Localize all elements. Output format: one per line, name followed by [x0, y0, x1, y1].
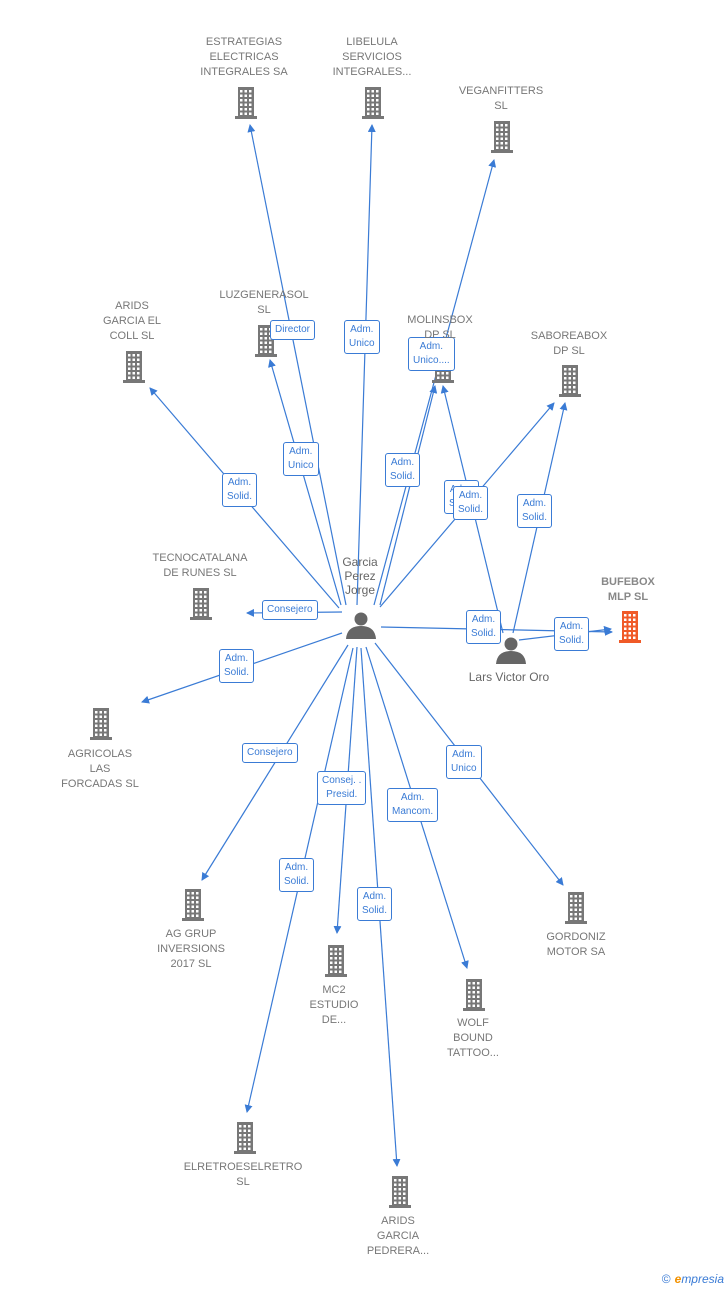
- building-icon-tecnocatalana[interactable]: [190, 588, 212, 620]
- building-icon-elretro[interactable]: [234, 1122, 256, 1154]
- edge-label-garcia-luzgenerasol[interactable]: Adm. Unico: [283, 442, 319, 476]
- company-label-saboreabox[interactable]: SABOREABOX DP SL: [530, 330, 608, 357]
- brand-initial: e: [674, 1272, 682, 1286]
- person-icon-lars[interactable]: [496, 637, 526, 665]
- edge-label-garcia-estrategias[interactable]: Director: [270, 320, 316, 340]
- building-icon-veganfitters[interactable]: [491, 121, 513, 153]
- brand-name: mpresia: [681, 1272, 724, 1286]
- building-icon-arids_pedrera[interactable]: [389, 1176, 411, 1208]
- footer-brand: ©empresia: [662, 1272, 724, 1286]
- edge-label-lars-bufebox[interactable]: Adm. Solid.: [554, 617, 590, 651]
- person-label-lars[interactable]: Lars Victor Oro: [468, 670, 550, 684]
- edge-label-garcia-molinsbox[interactable]: Adm. Solid.: [385, 453, 421, 487]
- company-label-wolf[interactable]: WOLF BOUND TATTOO...: [447, 1017, 499, 1059]
- building-icon-wolf[interactable]: [463, 979, 485, 1011]
- edge-label-garcia-tecnocatalana[interactable]: Consejero: [262, 600, 318, 620]
- company-label-tecnocatalana[interactable]: TECNOCATALANA DE RUNES SL: [152, 552, 248, 579]
- edge-label-garcia-agricolas[interactable]: Adm. Solid.: [219, 649, 255, 683]
- company-label-gordoniz[interactable]: GORDONIZ MOTOR SA: [546, 931, 606, 958]
- edge-label-garcia-bufebox[interactable]: Adm. Solid.: [466, 610, 502, 644]
- building-icon-bufebox[interactable]: [619, 611, 641, 643]
- copyright-symbol: ©: [661, 1272, 671, 1286]
- edge-label-lars-molinsbox[interactable]: Adm. Solid.: [453, 486, 489, 520]
- person-icon-garcia[interactable]: [346, 612, 376, 640]
- edge-garcia-libelula: [356, 124, 376, 606]
- building-icon-mc2[interactable]: [325, 945, 347, 977]
- company-label-arids_pedrera[interactable]: ARIDS GARCIA PEDRERA...: [366, 1215, 430, 1257]
- company-label-elretro[interactable]: ELRETROESELRETRO SL: [183, 1161, 303, 1188]
- edge-label-garcia-mc2[interactable]: Consej. . Presid.: [317, 771, 367, 805]
- company-label-arids_coll[interactable]: ARIDS GARCIA EL COLL SL: [102, 300, 162, 342]
- edge-garcia-estrategias: [247, 124, 347, 606]
- person-label-garcia[interactable]: Garcia Perez Jorge: [342, 555, 378, 597]
- edge-label-garcia-libelula[interactable]: Adm. Unico: [344, 320, 380, 354]
- edge-label-garcia-aggrup[interactable]: Consejero: [242, 743, 298, 763]
- building-icon-aggrup[interactable]: [182, 889, 204, 921]
- edge-label-lars-saboreabox[interactable]: Adm. Solid.: [517, 494, 553, 528]
- company-label-libelula[interactable]: LIBELULA SERVICIOS INTEGRALES...: [332, 36, 412, 78]
- building-icon-libelula[interactable]: [362, 87, 384, 119]
- building-icon-arids_coll[interactable]: [123, 351, 145, 383]
- edge-label-garcia-veganfitters[interactable]: Adm. Unico....: [408, 337, 455, 371]
- edge-label-garcia-wolf[interactable]: Adm. Mancom.: [387, 788, 439, 822]
- edge-garcia-luzgenerasol: [268, 359, 342, 606]
- company-label-veganfitters[interactable]: VEGANFITTERS SL: [458, 85, 544, 112]
- company-label-estrategias[interactable]: ESTRATEGIAS ELECTRICAS INTEGRALES SA: [200, 36, 288, 78]
- company-label-mc2[interactable]: MC2 ESTUDIO DE...: [309, 984, 359, 1026]
- building-icon-saboreabox[interactable]: [559, 365, 581, 397]
- company-label-agricolas[interactable]: AGRICOLAS LAS FORCADAS SL: [61, 748, 139, 790]
- company-label-bufebox[interactable]: BUFEBOX MLP SL: [601, 576, 655, 603]
- edge-label-garcia-arids_coll[interactable]: Adm. Solid.: [222, 473, 258, 507]
- edge-garcia-molinsbox: [379, 385, 438, 606]
- company-label-aggrup[interactable]: AG GRUP INVERSIONS 2017 SL: [157, 928, 225, 970]
- building-icon-gordoniz[interactable]: [565, 892, 587, 924]
- company-label-molinsbox[interactable]: MOLINSBOX DP SL: [407, 314, 473, 341]
- building-icon-estrategias[interactable]: [235, 87, 257, 119]
- edge-label-garcia-arids_pedrera[interactable]: Adm. Solid.: [357, 887, 393, 921]
- company-label-luzgenerasol[interactable]: LUZGENERASOL SL: [219, 289, 309, 316]
- edge-label-garcia-gordoniz[interactable]: Adm. Unico: [446, 745, 482, 779]
- building-icon-agricolas[interactable]: [90, 708, 112, 740]
- edge-label-garcia-elretro[interactable]: Adm. Solid.: [279, 858, 315, 892]
